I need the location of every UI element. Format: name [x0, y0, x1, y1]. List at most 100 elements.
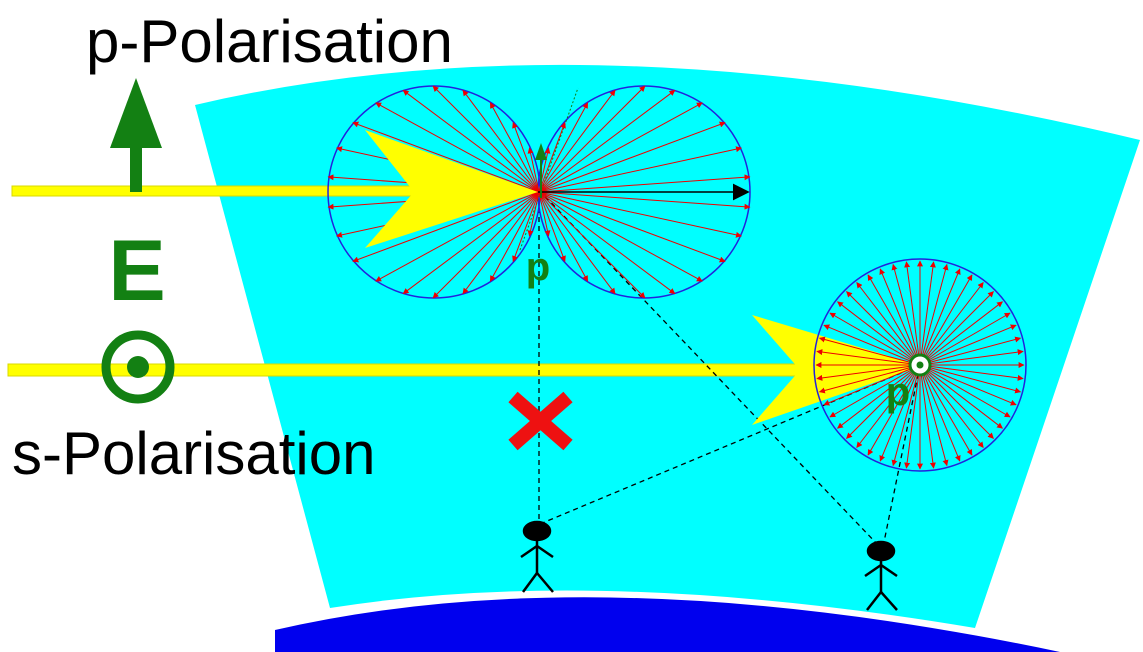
radiation-ray: [919, 301, 1003, 366]
dipole-label-bottom: p: [886, 370, 910, 414]
radiation-ray: [919, 312, 1011, 366]
radiation-ray: [538, 89, 676, 193]
radiation-ray: [846, 364, 921, 439]
radiation-ray: [538, 174, 751, 193]
radiation-ray: [538, 89, 616, 193]
radiation-ray: [489, 102, 540, 193]
radiation-ray: [538, 122, 566, 193]
radiation-ray: [538, 191, 551, 237]
radiation-ray: [919, 364, 984, 448]
radiation-ray: [402, 89, 540, 193]
radiation-ray: [856, 364, 921, 448]
radiation-ray: [489, 191, 540, 282]
radiation-ray: [837, 364, 921, 429]
radiation-ray: [919, 364, 1024, 381]
radiation-ray: [818, 364, 921, 394]
dipole-moment-arrowhead: [535, 143, 547, 160]
dipole-circle: p: [752, 258, 1027, 472]
radiation-ray: [829, 312, 921, 366]
radiation-rays-p: [327, 85, 751, 299]
radiation-ray: [879, 364, 921, 462]
earth-surface: [275, 597, 1060, 652]
up-arrow-icon: [110, 78, 162, 192]
radiation-ray: [462, 191, 540, 295]
radiation-rays-s: [815, 260, 1025, 470]
p-beam: [11, 185, 423, 197]
red-cross-icon: [508, 391, 573, 451]
dipole-lobes: p: [327, 85, 751, 299]
radiation-ray: [919, 282, 984, 366]
radiation-ray: [538, 191, 751, 210]
radiation-ray: [538, 102, 703, 193]
dipole-axis: [519, 87, 579, 251]
radiation-ray: [919, 364, 1003, 429]
radiation-ray: [829, 364, 921, 418]
radiation-ray: [879, 268, 921, 366]
radiation-ray: [919, 364, 949, 467]
radiation-ray: [856, 282, 921, 366]
radiation-ray: [823, 324, 921, 366]
radiation-ray: [538, 191, 646, 299]
radiation-ray: [818, 336, 921, 366]
radiation-ray: [919, 364, 1022, 394]
stick-figure-icon: [864, 540, 898, 611]
radiation-ray: [919, 324, 1017, 366]
radiation-ray: [402, 191, 540, 295]
radiation-ray: [352, 121, 540, 193]
radiation-ray: [904, 261, 921, 366]
radiation-ray: [846, 291, 921, 366]
radiation-ray: [538, 191, 726, 263]
radiation-ray: [919, 364, 1017, 406]
radiation-ray: [823, 364, 921, 406]
radiation-ray: [527, 147, 540, 193]
beam-head-s: [752, 315, 922, 425]
radiation-ray: [919, 291, 994, 366]
radiation-ray: [538, 146, 742, 193]
radiation-ray: [816, 349, 921, 366]
dipole-label-top: p: [526, 245, 550, 289]
radiation-ray: [816, 364, 921, 381]
radiation-ray: [375, 102, 540, 193]
radiation-ray: [512, 122, 540, 193]
radiation-ray: [867, 364, 921, 456]
s-polarisation-title: s-Polarisation: [12, 420, 376, 487]
radiation-ray: [919, 268, 961, 366]
dot-in-circle-icon: [101, 330, 175, 404]
radiation-ray: [919, 274, 973, 366]
radiation-ray: [919, 364, 936, 469]
radiation-ray: [352, 191, 540, 263]
radiation-ray: [904, 364, 921, 469]
radiation-ray: [891, 364, 921, 467]
radiation-ray: [432, 191, 540, 299]
radiation-ray: [538, 191, 703, 282]
radiation-ray: [891, 263, 921, 366]
radiation-ray: [527, 191, 540, 237]
radiation-ray: [538, 191, 676, 295]
radiation-ray: [919, 261, 936, 366]
radiation-ray: [375, 191, 540, 282]
radiation-ray: [538, 102, 589, 193]
radiation-ray: [919, 364, 973, 456]
radiation-ray: [538, 191, 589, 282]
out-of-page-dot: [916, 361, 924, 369]
radiation-ray: [462, 89, 540, 193]
p-polarisation-title: p-Polarisation: [86, 8, 453, 75]
radiation-ray: [512, 191, 540, 262]
radiation-ray: [538, 191, 566, 262]
radiation-ray: [538, 85, 646, 193]
beam-head-p: [365, 130, 538, 248]
field-label: E: [108, 223, 165, 319]
radiation-ray: [919, 364, 994, 439]
radiation-ray: [837, 301, 921, 366]
radiation-ray: [919, 364, 1011, 418]
radiation-ray: [919, 263, 949, 366]
radiation-ray: [538, 191, 616, 295]
radiation-ray: [919, 336, 1022, 366]
radiation-ray: [432, 85, 540, 193]
radiation-ray: [919, 364, 961, 462]
stick-figure-icon: [520, 520, 554, 593]
radiation-circle: [813, 258, 1027, 472]
radiation-ray: [867, 274, 921, 366]
radiation-ray: [538, 121, 726, 193]
